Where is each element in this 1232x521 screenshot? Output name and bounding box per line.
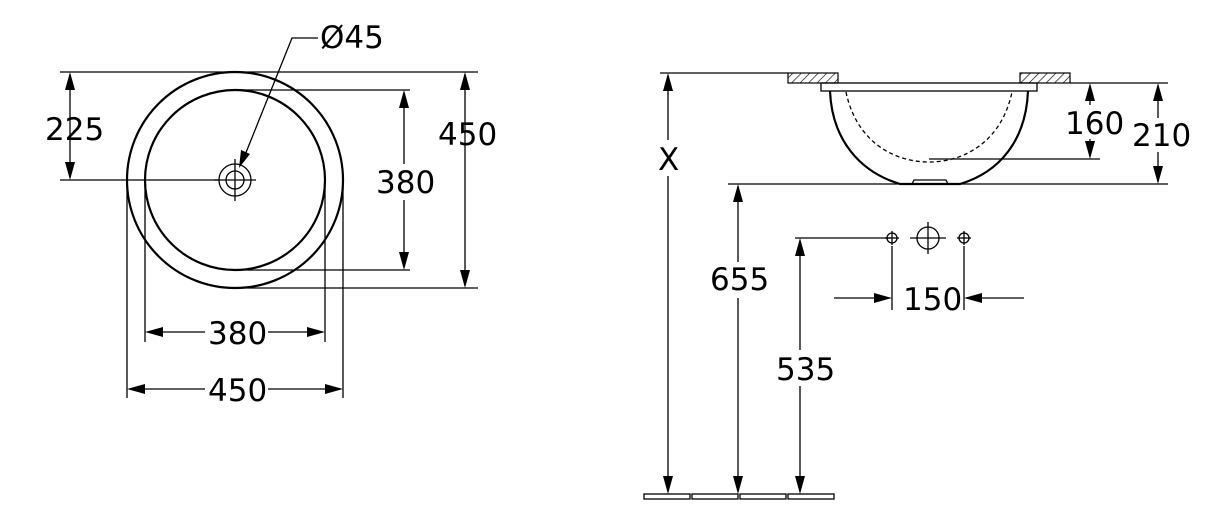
tap-hole-right-symbol: [957, 231, 971, 245]
top-view: 225 450 380 380: [45, 20, 497, 409]
height-x-label: X: [658, 142, 679, 178]
floor-line: [643, 493, 835, 500]
basin-drain-notch: [911, 179, 949, 185]
tap-spacing-dimension: 150: [834, 246, 1024, 318]
drain-symbol: [214, 159, 256, 201]
total-depth-label: 210: [1132, 118, 1191, 154]
inner-width-label: 380: [208, 316, 267, 352]
side-view: X 655 535: [643, 72, 1191, 500]
tap-spacing-label: 150: [903, 282, 962, 318]
inner-height-label: 380: [376, 165, 435, 201]
install-height-label: 655: [710, 262, 769, 298]
inner-width-dimension: 380: [145, 316, 325, 352]
total-depth-dimension: 210: [1128, 83, 1191, 184]
countertop-left-hatch: [787, 72, 839, 84]
countertop-right-hatch: [1019, 72, 1071, 84]
drain-diameter-callout: Ø45: [239, 20, 384, 168]
install-height-dimension: 655: [708, 184, 772, 494]
outer-width-label: 450: [208, 373, 267, 409]
outer-width-dimension: 450: [127, 373, 343, 409]
inner-height-dimension: 380: [372, 90, 436, 270]
tap-height-label: 535: [776, 352, 835, 388]
outer-height-dimension: 450: [438, 72, 497, 288]
outer-height-label: 450: [438, 117, 497, 153]
basin-inner-profile: [845, 91, 1013, 163]
basin-rim: [820, 82, 1038, 92]
tap-hole-left-symbol: [885, 231, 899, 245]
bowl-depth-dimension: 160: [1062, 83, 1124, 159]
bowl-depth-label: 160: [1065, 106, 1124, 142]
tap-hole-center-symbol: [910, 222, 946, 254]
basin-outer-profile: [828, 90, 1030, 186]
drain-offset-label: 225: [45, 112, 104, 148]
tap-height-dimension: 535: [772, 238, 836, 494]
height-x-dimension: X: [655, 73, 683, 494]
drain-offset-dimension: 225: [45, 72, 104, 180]
drain-diameter-label: Ø45: [320, 20, 384, 56]
